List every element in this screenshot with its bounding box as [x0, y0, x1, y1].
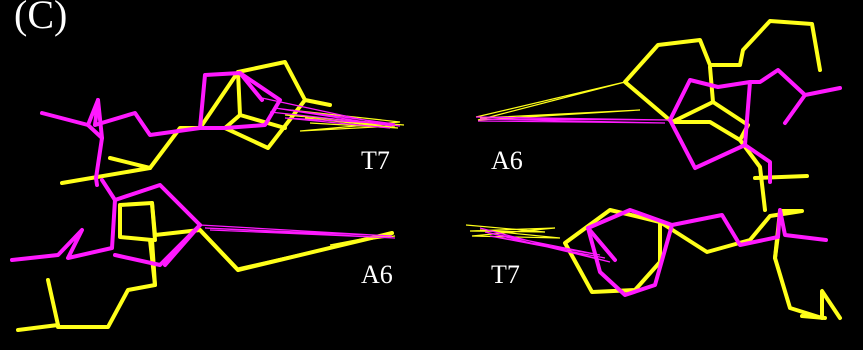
residue-label-top-right: A6	[491, 146, 523, 175]
top-left-magenta-base	[261, 97, 401, 129]
panel-label: (C)	[14, 0, 68, 37]
bottom-left-magenta-backbone	[10, 178, 202, 267]
bottom-right-magenta-base	[479, 227, 611, 263]
top-right-yellow-backbone	[623, 19, 822, 212]
top-right-magenta-base	[475, 116, 671, 124]
top-right-magenta-backbone	[668, 68, 842, 184]
top-left-magenta-backbone	[40, 71, 282, 187]
bottom-right-magenta-backbone	[586, 208, 828, 297]
top-right-yellow-base	[475, 81, 641, 121]
bottom-left-yellow-backbone	[16, 201, 394, 332]
bottom-left-magenta-base	[199, 224, 396, 239]
bottom-left-yellow-base	[237, 232, 396, 269]
residue-label-bottom-right: T7	[491, 260, 520, 289]
residue-label-bottom-left: A6	[361, 260, 393, 289]
bottom-right-yellow-base	[465, 224, 561, 239]
bottom-right-yellow-backbone	[563, 208, 842, 320]
residue-label-top-left: T7	[361, 146, 390, 175]
